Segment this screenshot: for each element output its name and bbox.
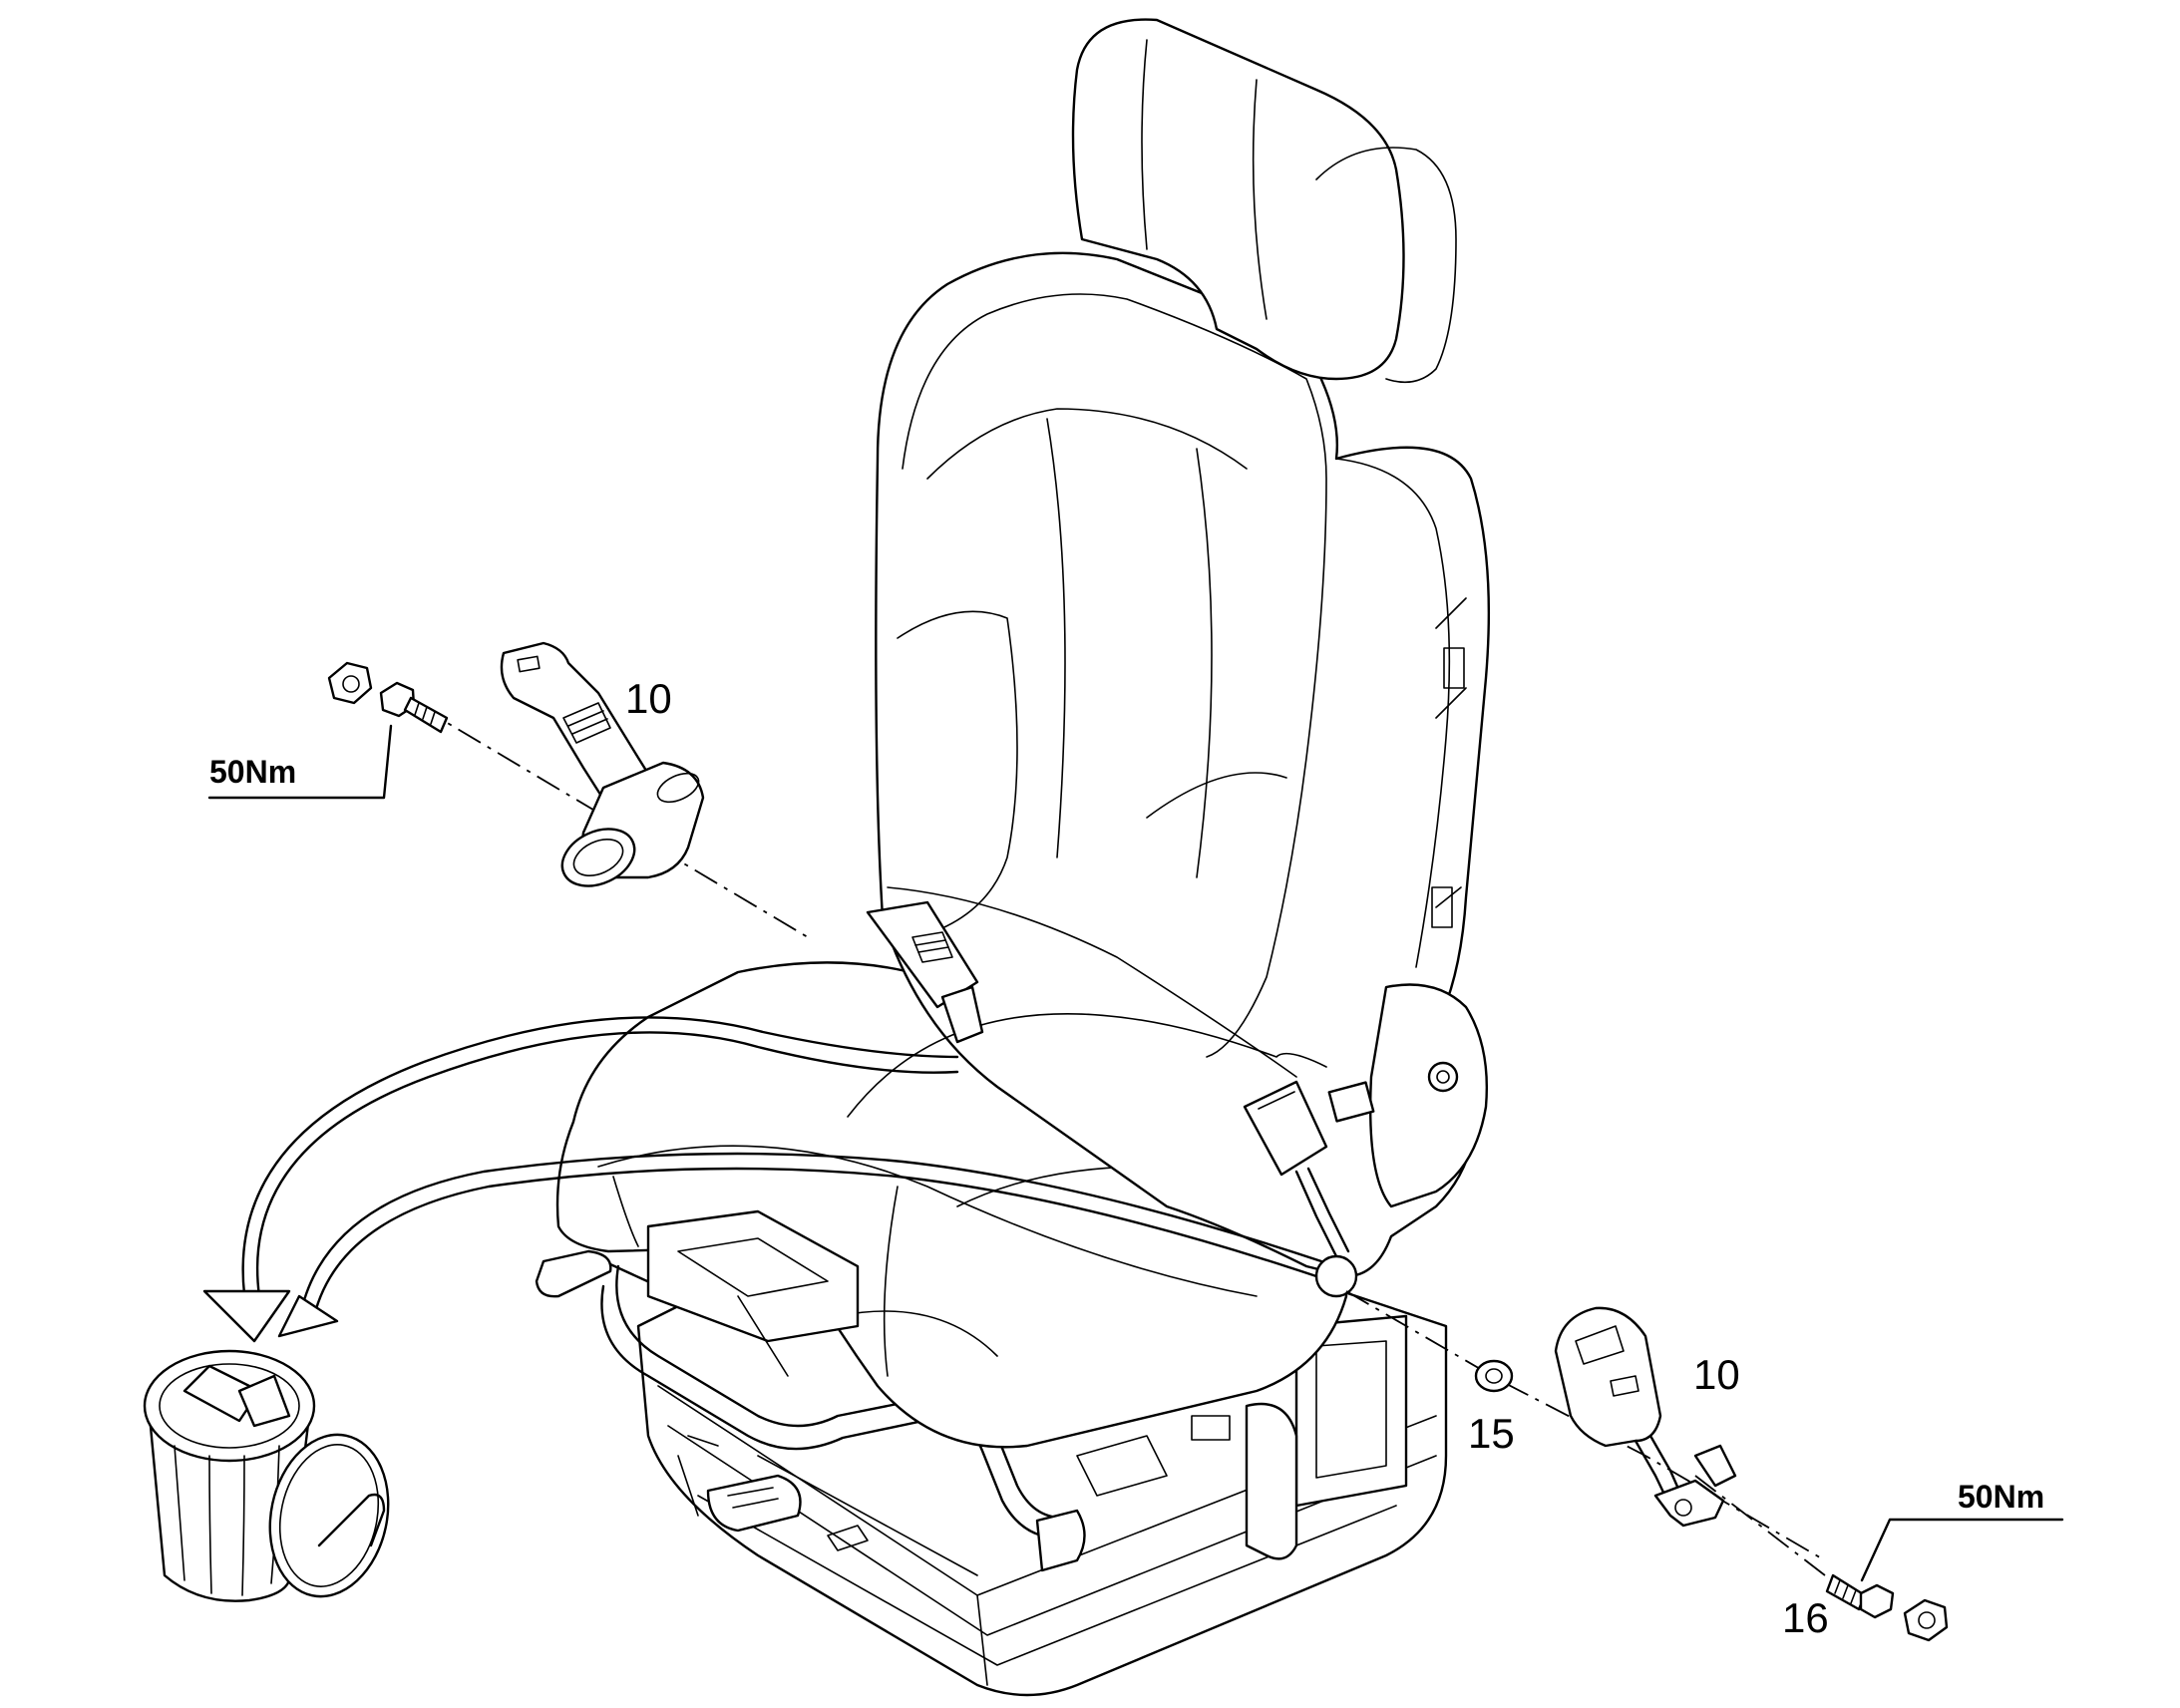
- hex-nut-icon: [1903, 1598, 1949, 1642]
- hex-bolt-icon: [1825, 1573, 1895, 1619]
- torque-leader-left: [207, 724, 393, 800]
- part-label-washer: 15: [1468, 1410, 1515, 1457]
- installed-belt: [847, 900, 1375, 1298]
- axis-line-right-ext: [1694, 1475, 1826, 1576]
- axis-line-left: [418, 705, 809, 938]
- disposal-arrows: [202, 1016, 1323, 1343]
- hex-nut-icon: [327, 661, 373, 705]
- seat-belt-buckle-icon: [1554, 1306, 1737, 1528]
- trash-bin-icon: [143, 1349, 390, 1602]
- driver-seat-icon: [535, 18, 1491, 1697]
- part-label-belt-right: 10: [1693, 1351, 1740, 1398]
- seat-backrest: [875, 18, 1491, 1278]
- hex-bolt-icon: [379, 681, 449, 734]
- torque-label-left: 50Nm: [209, 754, 296, 790]
- torque-leader-right: [1860, 1518, 2064, 1582]
- part-label-bolt: 16: [1782, 1594, 1829, 1641]
- seat-belt-retractor-icon: [500, 641, 705, 887]
- part-label-belt-left: 10: [625, 675, 672, 722]
- washer-icon: [1474, 1359, 1514, 1393]
- torque-label-right: 50Nm: [1958, 1479, 2044, 1515]
